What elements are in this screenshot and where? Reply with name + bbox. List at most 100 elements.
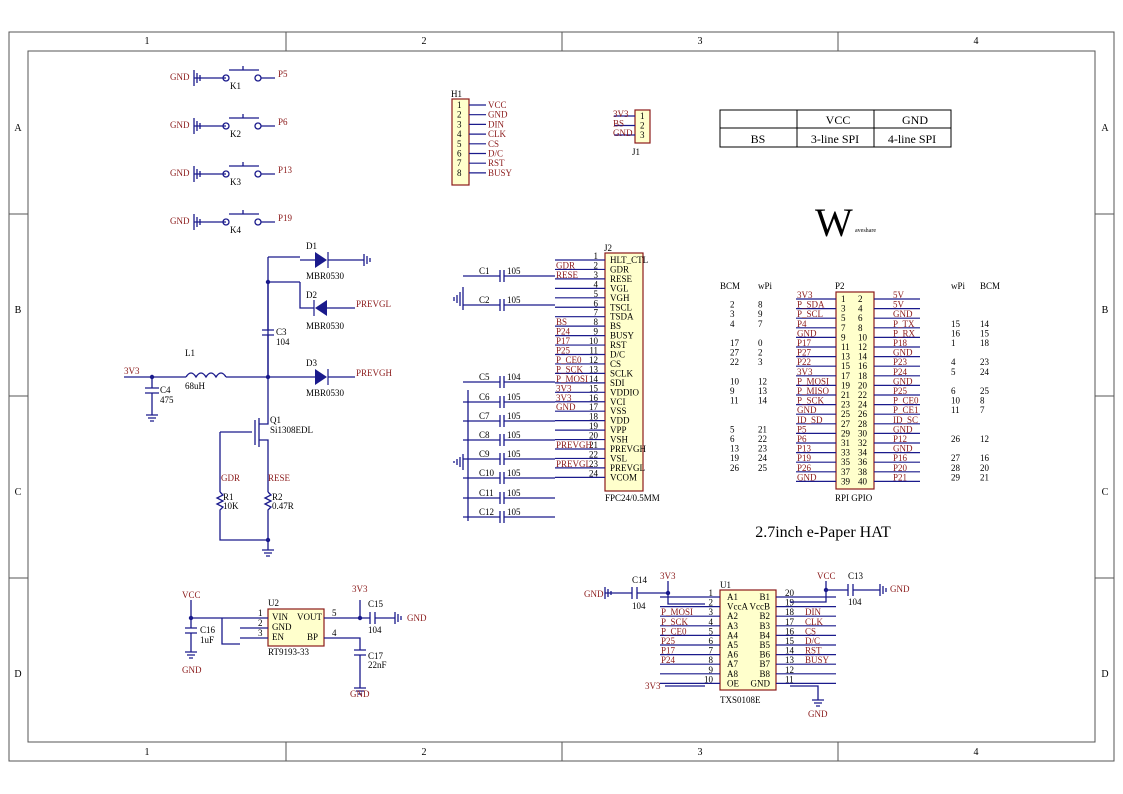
wpi-left: 23 [758, 444, 768, 454]
h1-net-label: D/C [488, 149, 503, 159]
cap-ref: C12 [479, 507, 494, 517]
p2-pin-number: 32 [858, 438, 867, 448]
j2-pin-name: VDD [610, 416, 630, 426]
p2-pin-number: 10 [858, 332, 868, 342]
wpi-right: 16 [951, 328, 961, 338]
cap-value: 105 [507, 449, 521, 459]
j2-pin-number: 4 [594, 279, 599, 289]
u1-pin-number: 9 [709, 665, 714, 675]
u1-net-left: P_CE0 [661, 626, 687, 636]
p2-pin-number: 5 [841, 313, 846, 323]
j2-pin-number: 9 [594, 327, 599, 337]
p2-net-right: P23 [893, 357, 908, 367]
d1-ref: D1 [306, 241, 317, 251]
wpi-left: 2 [758, 348, 763, 358]
gnd-label: GND [170, 168, 190, 178]
j2-net-label: P17 [556, 336, 571, 346]
col-head-wpi-left: wPi [758, 281, 773, 291]
col-head-bcm-right: BCM [980, 281, 1000, 291]
wpi-right: 27 [951, 453, 961, 463]
j2-pin-name: PREVGL [610, 463, 645, 473]
p2-net-right: P18 [893, 338, 908, 348]
wpi-left: 9 [758, 309, 763, 319]
h1-net-label: CS [488, 139, 499, 149]
p2-ref: P2 [835, 281, 845, 291]
column-labels-bottom: 1 2 3 4 [145, 747, 979, 758]
p2-net-left: P27 [797, 348, 812, 358]
u1-pin-number: 11 [785, 674, 794, 684]
p2-pin-number: 20 [858, 380, 868, 390]
p2-pin-number: 38 [858, 467, 868, 477]
p2-net-right: P_RX [893, 328, 916, 338]
net-prevgl: PREVGL [356, 299, 391, 309]
wpi-left: 21 [758, 424, 767, 434]
u1-pin-number: 20 [785, 588, 795, 598]
j2-pin-name: VCI [610, 397, 626, 407]
cap-ref: C7 [479, 411, 490, 421]
bs-config-table: VCC GND BS 3-line SPI 4-line SPI [719, 109, 952, 148]
bcm-right: 16 [980, 453, 990, 463]
j2-net-label: GND [556, 402, 576, 412]
wpi-left: 13 [758, 386, 768, 396]
h1-net-label: VCC [488, 100, 507, 110]
p2-net-right: GND [893, 444, 913, 454]
j2-pin-number: 16 [589, 393, 599, 403]
cap-value: 105 [507, 295, 521, 305]
j2-pin-number: 21 [589, 440, 598, 450]
h1-pin-number: 7 [457, 158, 462, 168]
h1-net-label: BUSY [488, 168, 513, 178]
u1-net-left: P_SCK [661, 617, 689, 627]
col-label: 3 [698, 747, 703, 758]
p2-net-left: P17 [797, 338, 812, 348]
cap-ref: C2 [479, 295, 490, 305]
p2-net-right: P25 [893, 386, 908, 396]
cap-ref: C9 [479, 449, 490, 459]
u1-pin-name: B6 [759, 650, 770, 660]
col-label: 2 [422, 36, 427, 47]
row-labels-right: A B C D [1101, 123, 1109, 680]
q1-ref: Q1 [270, 415, 281, 425]
p2-pin-number: 28 [858, 419, 868, 429]
bcm-left: 6 [730, 434, 735, 444]
c15-value: 104 [368, 625, 382, 635]
button-k1: GND K1 P5 [170, 66, 288, 91]
c4-ref: C4 [160, 385, 171, 395]
p2-net-left: P6 [797, 434, 807, 444]
j2-pin-number: 18 [589, 412, 599, 422]
wpi-right: 1 [951, 338, 956, 348]
p2-net-left: P4 [797, 319, 807, 329]
p2-pin-number: 14 [858, 352, 868, 362]
p2-pin-number: 37 [841, 467, 851, 477]
cap-value: 105 [507, 430, 521, 440]
u1-net-right: CLK [805, 617, 824, 627]
bcm-right: 12 [980, 434, 989, 444]
p2-body [835, 291, 875, 490]
u2-pin-num: 3 [258, 628, 263, 638]
col-head-bcm-left: BCM [720, 281, 740, 291]
j1-net-label: 3V3 [613, 109, 629, 119]
p2-net-left: P_SCL [797, 309, 823, 319]
d3-part: MBR0530 [306, 388, 345, 398]
r1-value: 10K [223, 501, 239, 511]
net-3v3: 3V3 [660, 571, 676, 581]
wpi-right: 26 [951, 434, 961, 444]
j2-pin-name: VGH [610, 293, 630, 303]
l1-value: 68uH [185, 381, 206, 391]
row-label: C [15, 487, 22, 498]
wpi-right: 10 [951, 396, 961, 406]
p2-pin-number: 1 [841, 294, 846, 304]
p2-net-right: ID_SC [893, 415, 918, 425]
button-ref: K1 [230, 81, 241, 91]
cap-value: 105 [507, 507, 521, 517]
h1-pin-number: 1 [457, 100, 462, 110]
bcm-left: 5 [730, 424, 735, 434]
u1-pin-name: B8 [759, 669, 770, 679]
j2-net-label: P25 [556, 346, 571, 356]
p2-net-left: GND [797, 328, 817, 338]
wpi-right: 15 [951, 319, 961, 329]
col-label: 4 [974, 747, 979, 758]
cap-ref: C11 [479, 488, 494, 498]
